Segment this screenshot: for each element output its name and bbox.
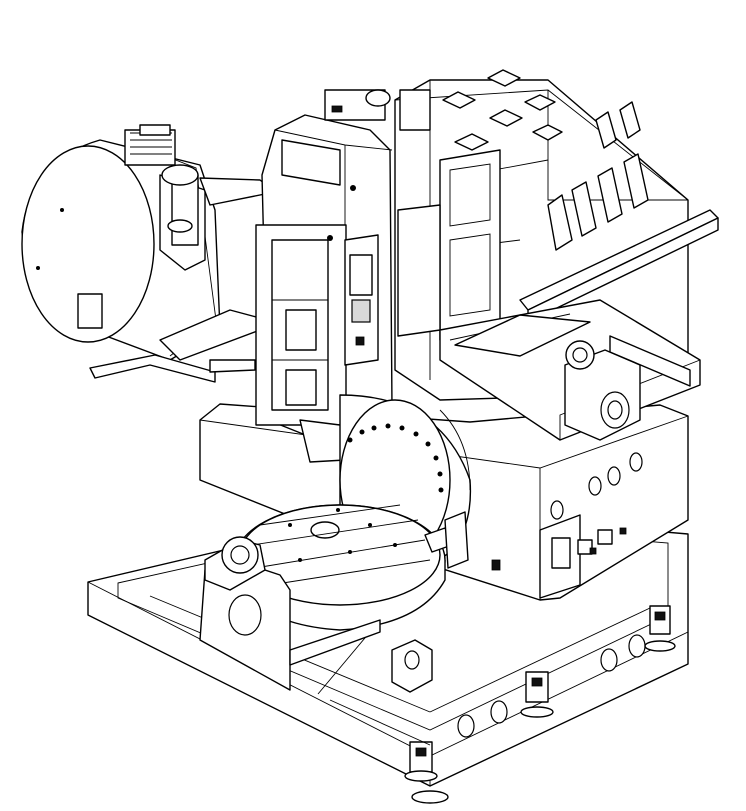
trunnion-support: [199, 536, 381, 691]
base-hole: [457, 714, 475, 738]
column-pocket: [442, 69, 563, 151]
spindle-head: [255, 89, 431, 463]
base-hole: [600, 648, 618, 672]
bearing-block: [391, 639, 433, 693]
table-center-bore: [310, 521, 340, 539]
clamp-bracket: [424, 511, 469, 569]
leveling-foot: [404, 741, 438, 782]
base-hole: [628, 634, 646, 658]
base-hole: [490, 700, 508, 724]
leveling-foot: [520, 671, 554, 718]
bearing-block: [564, 340, 641, 441]
machine-column: [394, 69, 719, 441]
tool-magazine: [21, 124, 276, 383]
leveling-foot: [644, 605, 676, 652]
leveling-foot: [411, 790, 449, 804]
